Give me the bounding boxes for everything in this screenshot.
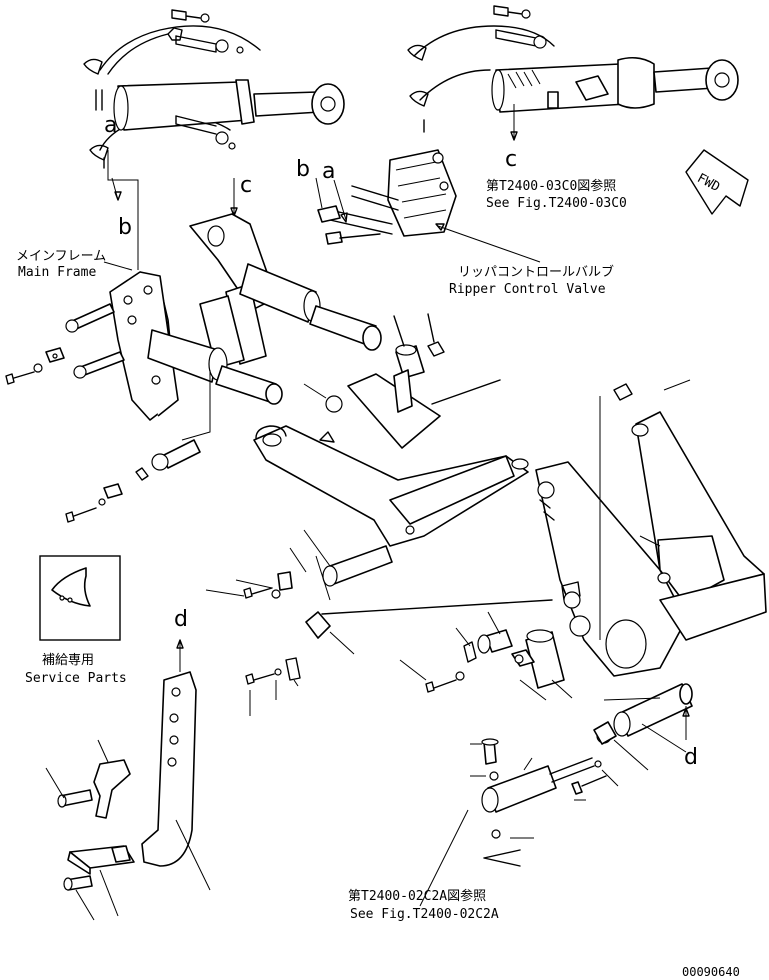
bushing-parts bbox=[303, 313, 445, 413]
fig-ref-03c0-japanese: 第T2400-03C0図参照 bbox=[486, 178, 616, 194]
ripper-shank-holder bbox=[535, 379, 767, 677]
main-frame-leader-line bbox=[103, 261, 133, 271]
tilt-cylinder-lower bbox=[419, 721, 649, 907]
shank-protector bbox=[45, 739, 131, 819]
ripper-control-valve-label-english: Ripper Control Valve bbox=[449, 282, 606, 297]
main-frame-bracket bbox=[5, 150, 179, 421]
service-parts-box bbox=[39, 555, 121, 641]
ripper-shank bbox=[141, 671, 211, 891]
bolt-assembly-left-lower bbox=[245, 657, 301, 716]
pin-right-lower bbox=[603, 683, 693, 753]
ref-c-left-arrow bbox=[230, 207, 238, 217]
lower-lift-cylinder bbox=[147, 329, 283, 405]
ref-letter-d-right: d bbox=[684, 745, 698, 770]
ref-letter-b-valve: b bbox=[296, 157, 310, 182]
ref-letter-b-left: b bbox=[118, 215, 132, 240]
ref-letter-a-valve: a bbox=[322, 159, 335, 184]
fig-ref-03c0-english: See Fig.T2400-03C0 bbox=[486, 196, 627, 211]
ref-d-left-arrow bbox=[176, 639, 184, 649]
pin-assembly-lower bbox=[399, 611, 573, 701]
main-frame-label-english: Main Frame bbox=[18, 265, 96, 280]
ref-letter-c-left: c bbox=[240, 173, 252, 198]
ripper-control-valve-label-japanese: リッパコントロールバルブ bbox=[458, 264, 614, 280]
ripper-beam bbox=[253, 369, 529, 547]
ref-d-right-arrow bbox=[682, 707, 690, 717]
service-parts-label-japanese: 補給専用 bbox=[42, 653, 94, 668]
ref-letter-d-left: d bbox=[174, 607, 188, 632]
fig-ref-02c2a-japanese: 第T2400-02C2A図参照 bbox=[348, 888, 486, 904]
drawing-number: 00090640 bbox=[682, 965, 740, 979]
fwd-arrow-icon: FWD bbox=[685, 149, 749, 215]
service-parts-label-english: Service Parts bbox=[25, 671, 127, 686]
ripper-control-valve-group bbox=[315, 149, 541, 263]
ripper-tip bbox=[63, 845, 135, 921]
main-frame-label-japanese: メインフレーム bbox=[16, 249, 106, 264]
pin-and-fasteners-center bbox=[205, 529, 553, 655]
fig-ref-02c2a-english: See Fig.T2400-02C2A bbox=[350, 907, 499, 922]
ref-letter-c-right: c bbox=[505, 147, 517, 172]
left-tilt-cylinder-group bbox=[83, 9, 345, 201]
lift-cylinder bbox=[239, 263, 382, 351]
pin-assembly-left bbox=[65, 370, 211, 523]
right-tilt-cylinder-group bbox=[407, 5, 739, 141]
ref-letter-a-left: a bbox=[104, 113, 117, 138]
